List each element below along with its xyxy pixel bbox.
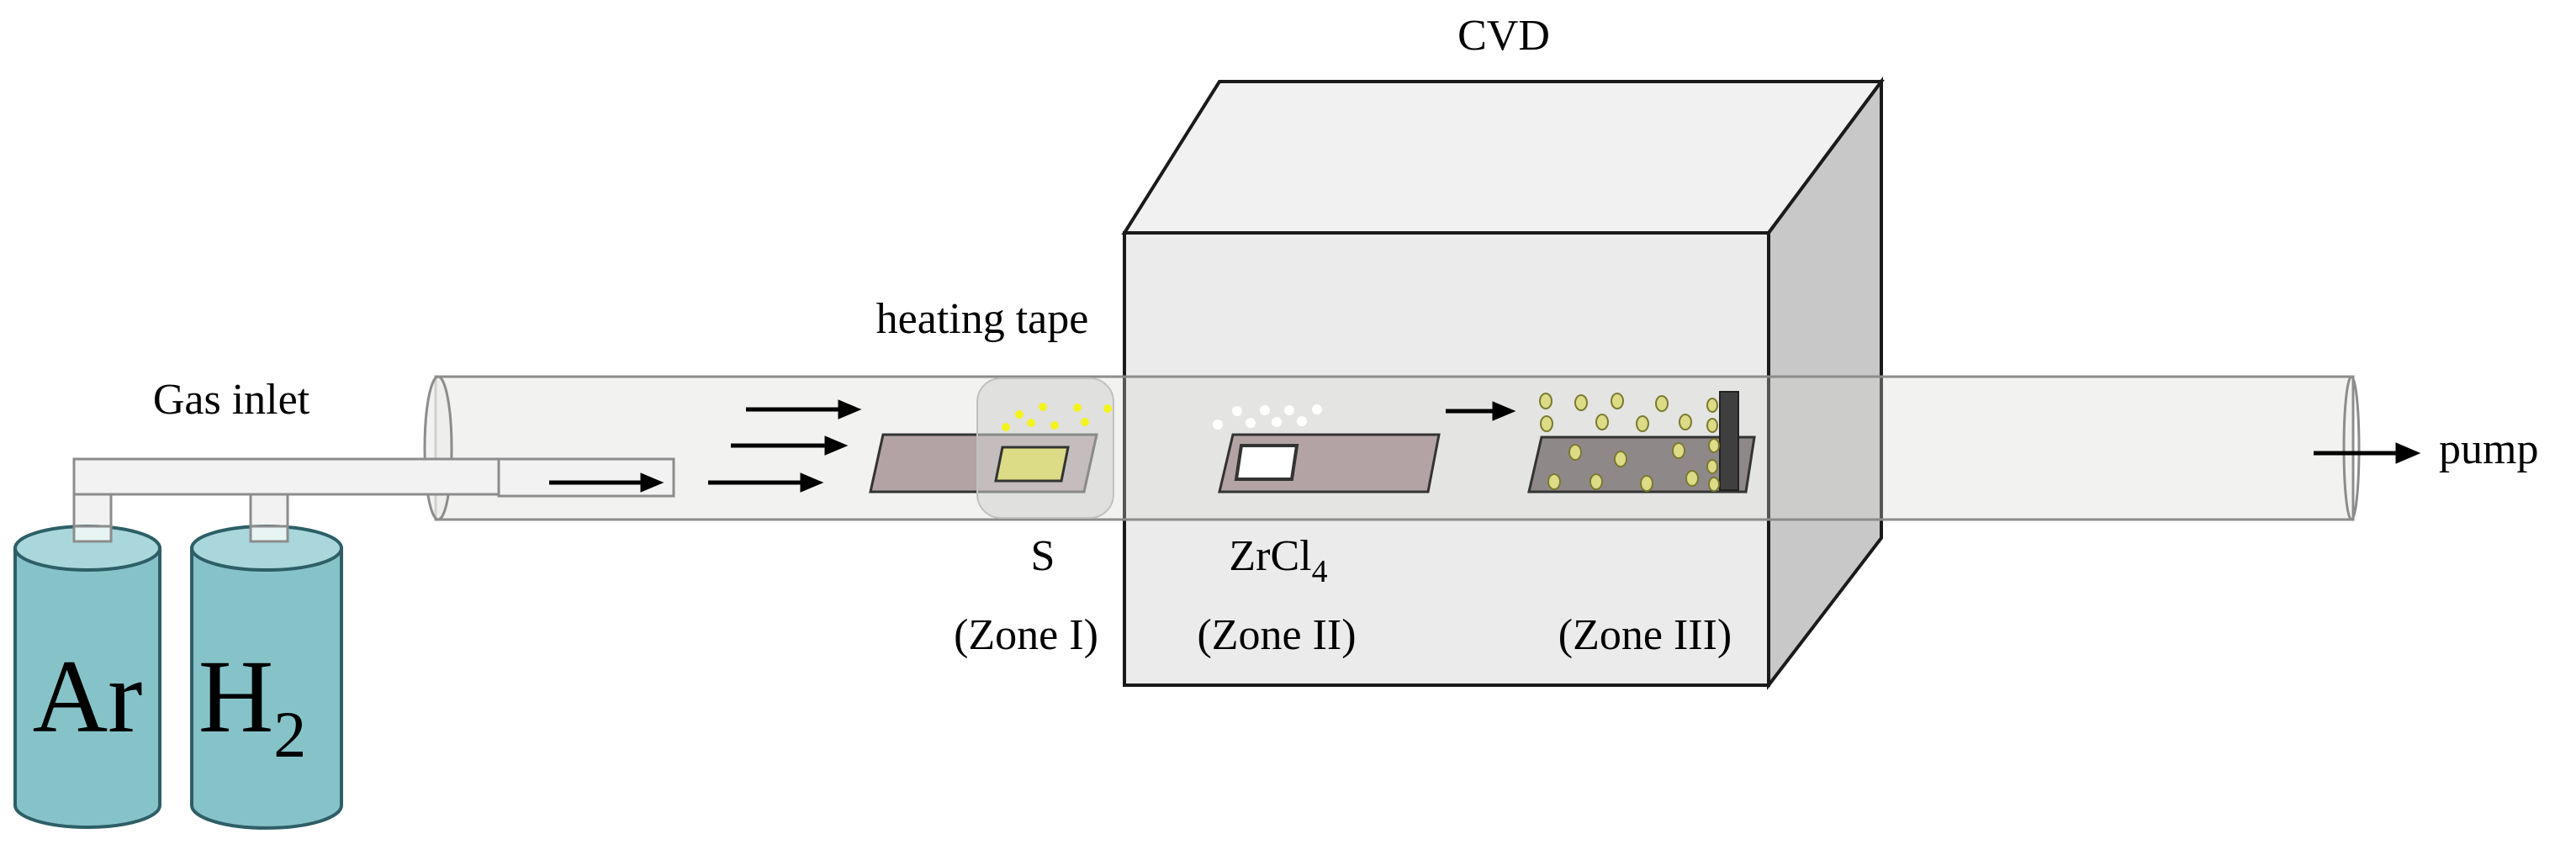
furnace-top-face <box>1121 80 1885 235</box>
zrcl4-vapor-particles <box>1213 404 1322 430</box>
h2-cylinder-body <box>190 546 343 830</box>
zone-2-label: (Zone II) <box>1197 611 1356 659</box>
h2-cylinder-valve <box>249 525 289 543</box>
cvd-label: CVD <box>1457 12 1550 60</box>
sulfur-powder-boat <box>994 446 1070 483</box>
flow-arrow-2 <box>731 435 849 456</box>
vertical-growth-plate <box>1719 391 1739 491</box>
flow-arrow-inner <box>549 472 664 493</box>
ar-cylinder-valve <box>72 525 113 543</box>
gas-inlet-pipes <box>72 457 675 530</box>
gas-inlet-label: Gas inlet <box>153 376 310 424</box>
zrcl4-label: ZrCl4 <box>1229 532 1327 589</box>
gas-flow-arrows <box>549 399 2421 493</box>
tube-right-end <box>2342 375 2361 521</box>
pump-arrow <box>2314 442 2421 464</box>
zrcl4-powder-boat <box>1234 444 1299 481</box>
zone-3-label: (Zone III) <box>1558 611 1732 659</box>
flow-arrow-3 <box>708 472 824 493</box>
flow-arrow-zone2 <box>1446 401 1516 421</box>
sulfur-vapor-particles <box>1002 403 1112 431</box>
ar-label: Ar <box>33 639 143 754</box>
tube-left-end <box>423 375 453 521</box>
zone-1-label: (Zone I) <box>954 611 1098 659</box>
h2-label: H2 <box>198 639 307 771</box>
heating-tape-label: heating tape <box>876 295 1089 343</box>
ar-pipe-horizontal <box>72 457 500 496</box>
flow-arrow-1 <box>746 399 862 420</box>
ar-cylinder-body <box>13 546 161 829</box>
zrs2-deposition-particles <box>1539 393 1720 492</box>
pump-label: pump <box>2439 425 2538 473</box>
sulfur-label: S <box>1031 532 1055 580</box>
h2-cylinder: H2 <box>190 525 343 830</box>
ar-cylinder: Ar <box>13 525 161 829</box>
